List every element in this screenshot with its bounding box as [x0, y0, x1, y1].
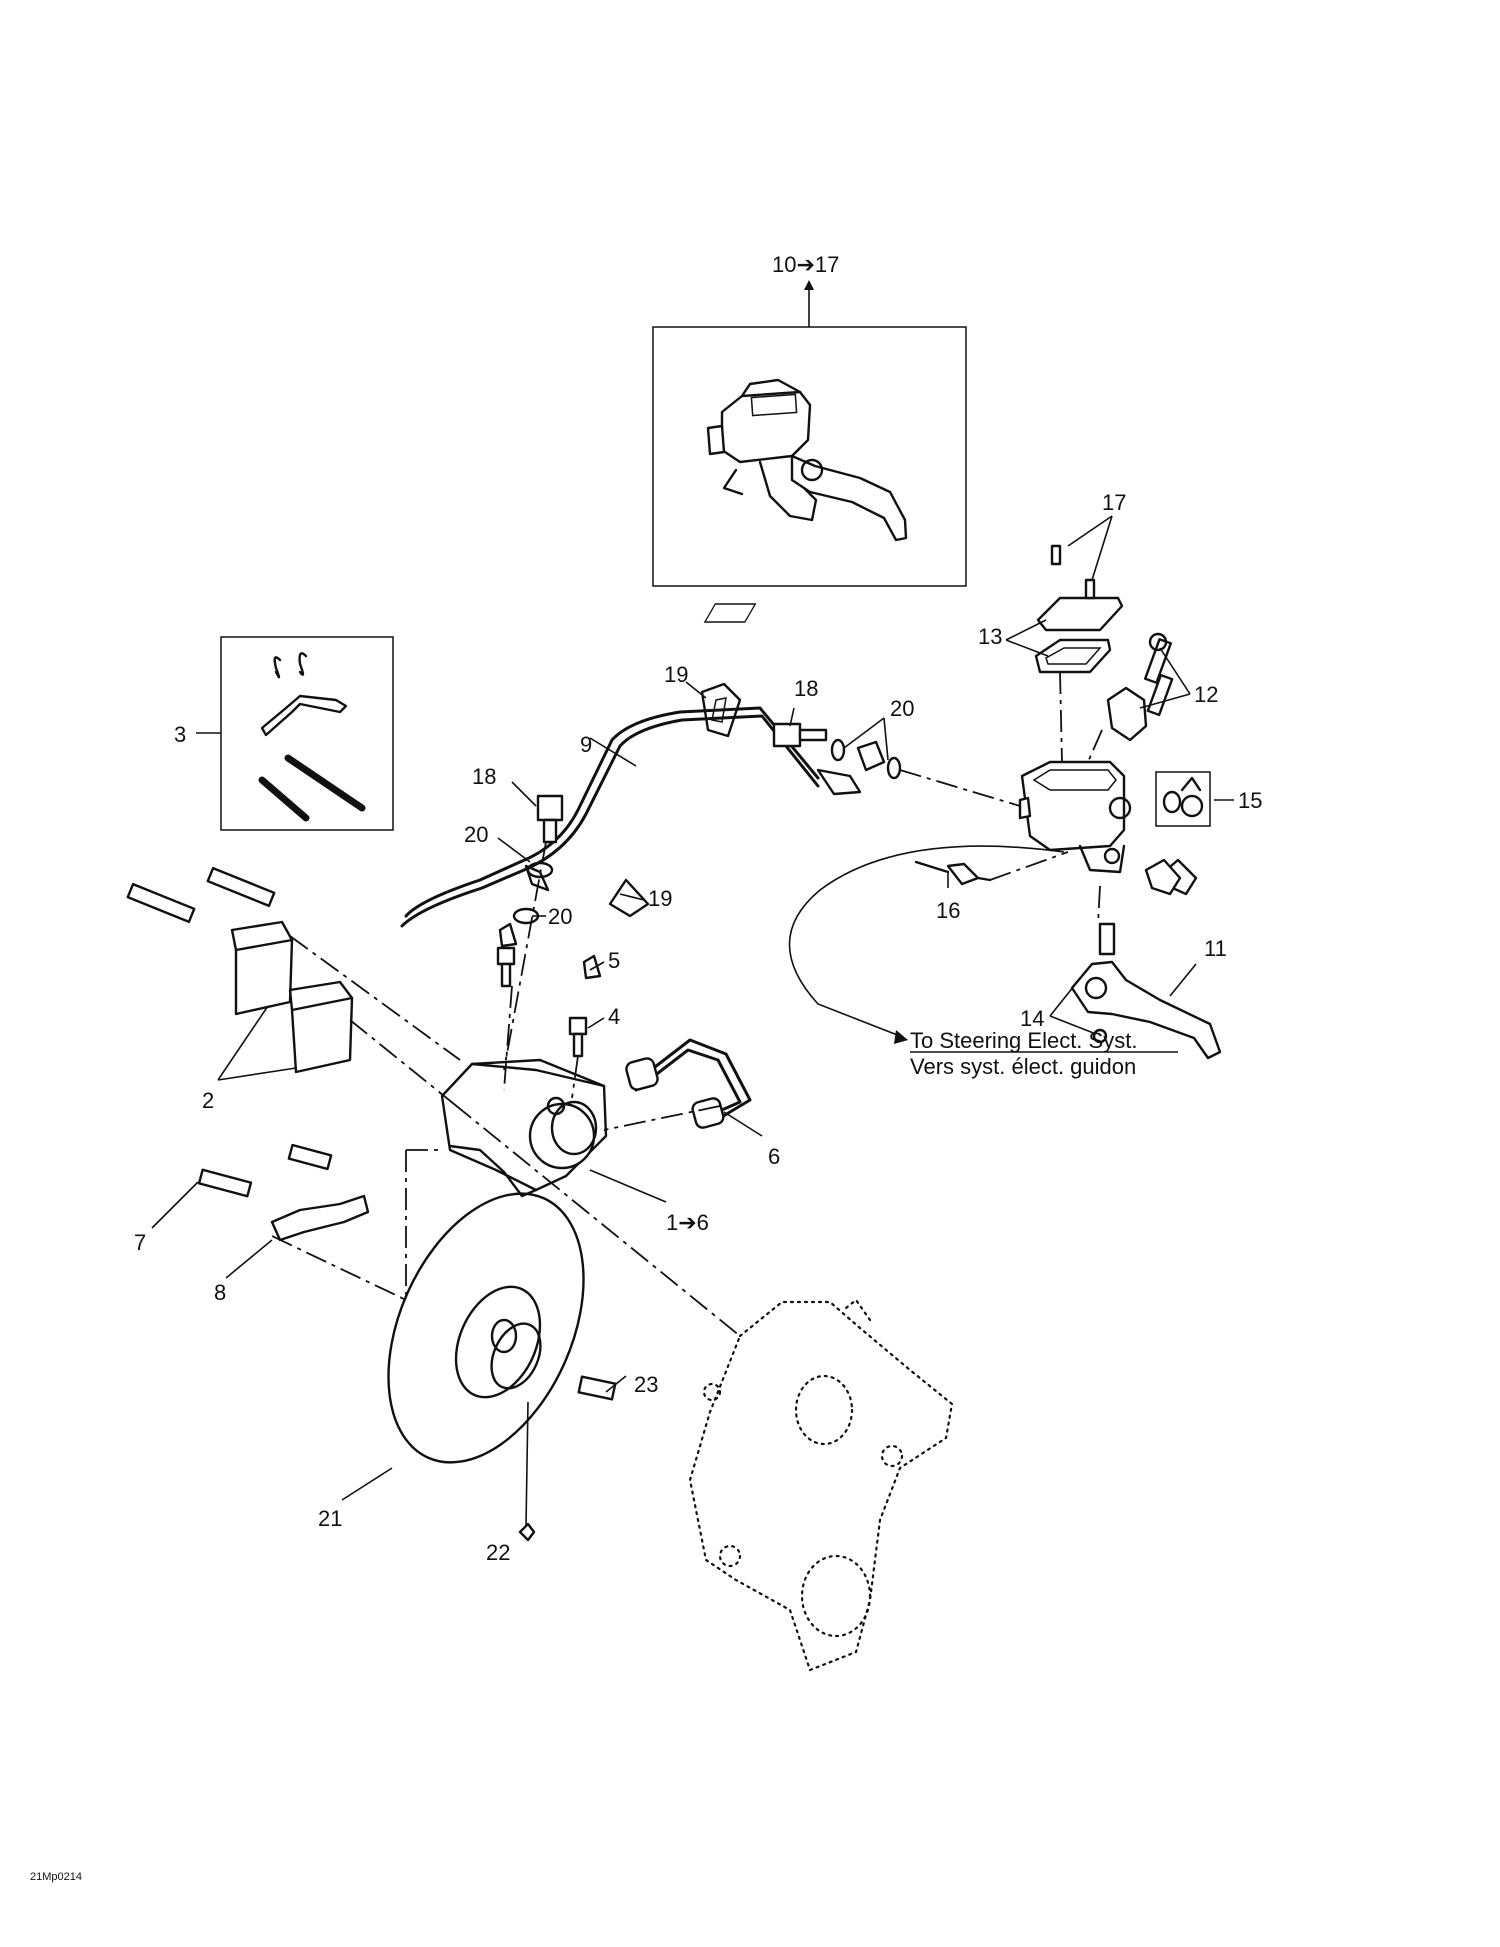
callout-18-left: 18: [472, 764, 496, 789]
callout-17: 17: [1102, 490, 1126, 515]
callout-9: 9: [580, 732, 592, 757]
callout-19-mid: 19: [648, 886, 672, 911]
callout-20-mid: 20: [548, 904, 572, 929]
brake-pads: [230, 920, 354, 1074]
callout-15: 15: [1238, 788, 1262, 813]
callout-14: 14: [1020, 1006, 1044, 1031]
brake-caliper: [440, 1058, 608, 1198]
callout-6: 6: [768, 1144, 780, 1169]
dust-boot: [1144, 858, 1182, 896]
callout-3: 3: [174, 722, 186, 747]
callout-labels: 10➔17 17 13 12 15 11 14 16 19 18 20 9 3 …: [134, 252, 1262, 1565]
figure-code: 21Mp0214: [30, 1871, 82, 1883]
reservoir-cover: [703, 544, 1124, 674]
master-cylinder-illustration: [706, 378, 908, 542]
retaining-clips: [258, 652, 366, 822]
callout-leaders: [151, 515, 1234, 1527]
pad-retaining-kit-inset: [196, 636, 394, 831]
callout-11: 11: [1204, 936, 1227, 961]
callout-18-top: 18: [794, 676, 818, 701]
caliper-bracket: [197, 1143, 370, 1242]
plug-detail: [1155, 771, 1211, 827]
steering-note: To Steering Elect. Syst. Vers syst. élec…: [910, 1028, 1178, 1079]
callout-12: 12: [1194, 682, 1218, 707]
chaincase-housing: [688, 1298, 954, 1672]
brake-line: [400, 706, 862, 928]
caliper-bolts: [126, 866, 276, 924]
callout-1-6: 1➔6: [666, 1210, 709, 1235]
switch-wire-to-steering: [788, 845, 1065, 1044]
callout-13: 13: [978, 624, 1002, 649]
brake-lever: [1070, 922, 1222, 1060]
callout-21: 21: [318, 1506, 342, 1531]
callout-2: 2: [202, 1088, 214, 1113]
callout-4: 4: [608, 1004, 620, 1029]
callout-16: 16: [936, 898, 960, 923]
callout-20-left: 20: [464, 822, 488, 847]
caliper-brake-line: [625, 1038, 752, 1129]
callout-22: 22: [486, 1540, 510, 1565]
key-and-nut: [518, 1375, 617, 1542]
note-line-1: To Steering Elect. Syst.: [910, 1028, 1137, 1053]
callout-8: 8: [214, 1280, 226, 1305]
bleeder-and-caps: [496, 922, 602, 1058]
banjo-bolts-and-washers: [512, 722, 902, 925]
master-cylinder-assembly-inset: [652, 280, 967, 587]
handlebar-clamp: [1106, 632, 1174, 742]
callout-5: 5: [608, 948, 620, 973]
hose-clips: [608, 682, 742, 918]
callout-7: 7: [134, 1230, 146, 1255]
assembly-lines: [271, 671, 1103, 1337]
brake-disc: [387, 1192, 585, 1464]
brake-light-switch: [914, 860, 992, 886]
callout-20-top: 20: [890, 696, 914, 721]
note-line-2: Vers syst. élect. guidon: [910, 1054, 1136, 1079]
callout-10-17: 10➔17: [772, 252, 839, 277]
callout-19-top: 19: [664, 662, 688, 687]
callout-23: 23: [634, 1372, 658, 1397]
